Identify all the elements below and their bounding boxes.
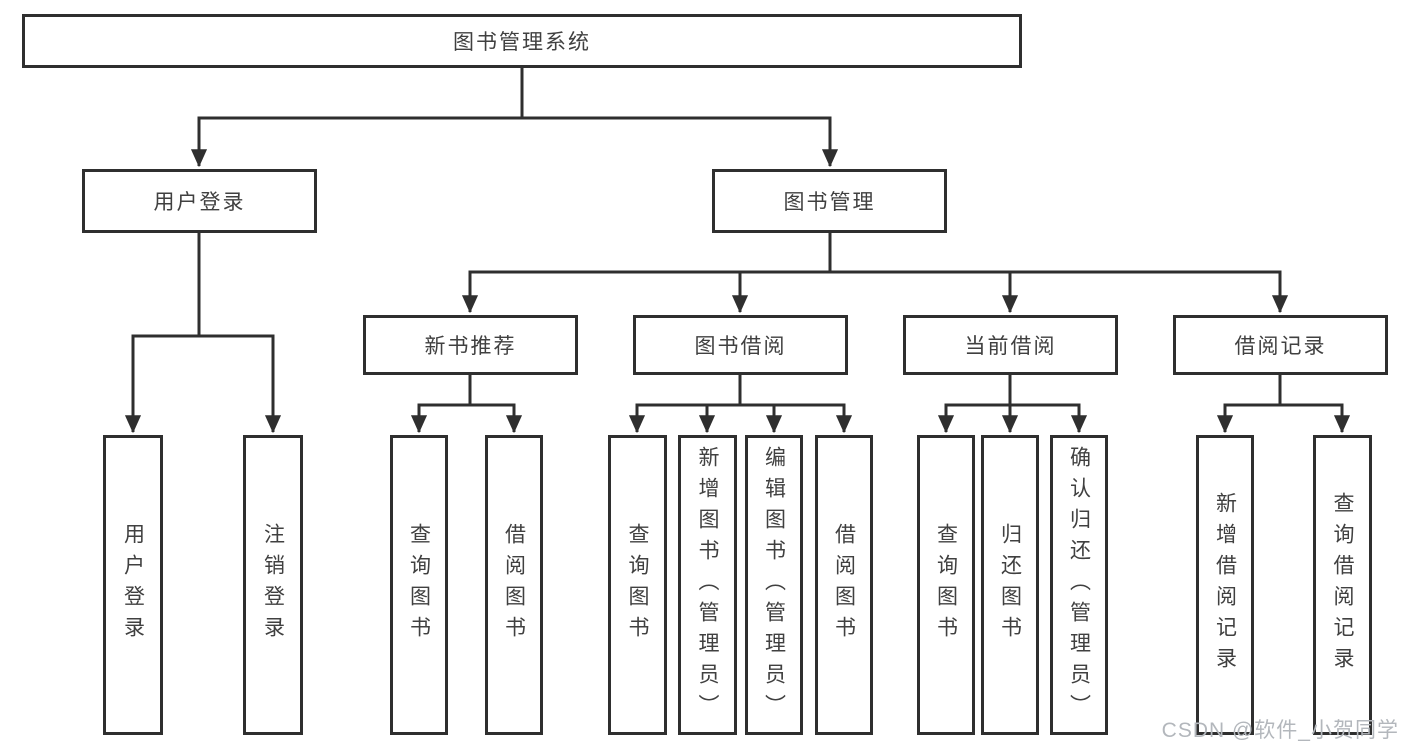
leaf-query-books-current: 查询图书: [917, 435, 975, 735]
leaf-query-borrow-record: 查询借阅记录: [1313, 435, 1372, 735]
leaf-add-borrow-record: 新增借阅记录: [1196, 435, 1254, 735]
leaf-add-borrow-record-label: 新增借阅记录: [1213, 492, 1237, 678]
leaf-confirm-return-admin-label: 确认归还（管理员）: [1067, 445, 1091, 725]
leaf-borrow-books-recommend-label: 借阅图书: [502, 523, 526, 647]
node-book-borrow: 图书借阅: [633, 315, 848, 375]
leaf-query-books-borrow-label: 查询图书: [626, 523, 649, 647]
connector-book-borrow-bar: [635, 373, 846, 407]
connector-user-login-bar: [131, 231, 275, 338]
node-user-login-label: 用户登录: [153, 191, 246, 214]
leaf-user-login-label: 用户登录: [121, 523, 145, 647]
leaf-return-book-label: 归还图书: [998, 523, 1022, 647]
leaf-borrow-books-recommend: 借阅图书: [485, 435, 543, 735]
node-borrow-records-label: 借阅记录: [1234, 335, 1327, 358]
node-root-system: 图书管理系统: [22, 14, 1022, 68]
leaf-logout-label: 注销登录: [261, 523, 285, 647]
connector-borrow-records-bar: [1223, 373, 1344, 407]
leaf-query-borrow-record-label: 查询借阅记录: [1331, 492, 1354, 678]
node-new-book-recommend: 新书推荐: [363, 315, 578, 375]
node-current-borrow: 当前借阅: [903, 315, 1118, 375]
node-current-borrow-label: 当前借阅: [964, 335, 1057, 358]
node-borrow-records: 借阅记录: [1173, 315, 1388, 375]
leaf-edit-book-admin: 编辑图书（管理员）: [745, 435, 803, 735]
leaf-user-login: 用户登录: [103, 435, 163, 735]
leaf-borrow-books: 借阅图书: [815, 435, 873, 735]
leaf-borrow-books-label: 借阅图书: [832, 523, 856, 647]
node-book-management-label: 图书管理: [783, 191, 876, 214]
leaf-query-books-borrow: 查询图书: [608, 435, 667, 735]
connector-root-bar: [197, 66, 832, 120]
node-new-book-recommend-label: 新书推荐: [424, 335, 517, 358]
connector-new-book-bar: [417, 373, 516, 407]
leaf-confirm-return-admin: 确认归还（管理员）: [1050, 435, 1108, 735]
leaf-query-books-current-label: 查询图书: [934, 523, 958, 647]
leaf-return-book: 归还图书: [981, 435, 1039, 735]
node-user-login: 用户登录: [82, 169, 317, 233]
connector-book-management-bar: [468, 231, 1282, 274]
leaf-add-book-admin-label: 新增图书（管理员）: [696, 445, 719, 725]
leaf-logout: 注销登录: [243, 435, 303, 735]
connector-current-borrow-bar: [944, 373, 1081, 407]
node-book-borrow-label: 图书借阅: [694, 335, 787, 358]
node-book-management: 图书管理: [712, 169, 947, 233]
leaf-query-books-recommend: 查询图书: [390, 435, 448, 735]
node-root-system-label: 图书管理系统: [453, 31, 591, 54]
leaf-add-book-admin: 新增图书（管理员）: [678, 435, 737, 735]
csdn-watermark: CSDN @软件_小贺同学: [1161, 719, 1399, 742]
leaf-query-books-recommend-label: 查询图书: [407, 523, 431, 647]
leaf-edit-book-admin-label: 编辑图书（管理员）: [762, 445, 786, 725]
